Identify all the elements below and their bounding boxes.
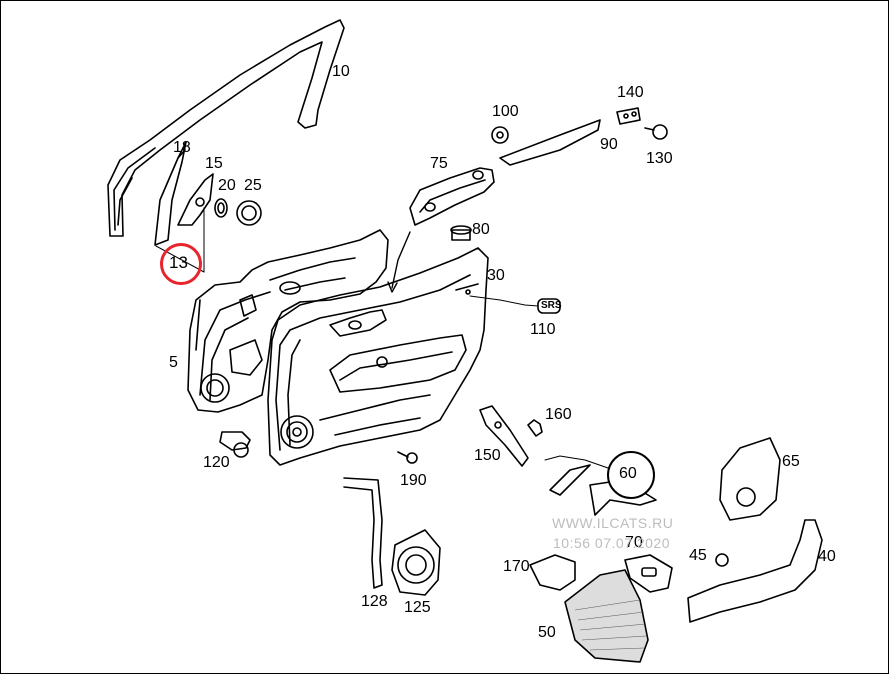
label-part-25[interactable]: 25 [244,177,262,194]
label-part-125[interactable]: 125 [404,599,431,616]
label-part-10[interactable]: 10 [332,63,350,80]
part-5-door-shell [187,229,389,413]
part-90-trim-strip [499,119,601,166]
part-45-clip [715,553,729,567]
label-part-15[interactable]: 15 [205,155,223,172]
label-part-100[interactable]: 100 [492,103,519,120]
label-part-70[interactable]: 70 [625,534,643,551]
label-part-18[interactable]: 18 [173,139,191,156]
part-70-switch [624,554,673,593]
part-80-plug [451,229,471,241]
label-part-60[interactable]: 60 [619,465,637,482]
label-part-128[interactable]: 128 [361,593,388,610]
part-128-rod [343,477,383,589]
part-140-clip [616,107,641,125]
part-150-bracket [479,405,529,467]
part-170-switch-cover [529,554,576,591]
part-160-pin [527,419,543,437]
part-20-grommet [214,198,228,218]
label-part-120[interactable]: 120 [203,454,230,471]
label-part-13[interactable]: 13 [169,253,188,272]
label-part-130[interactable]: 130 [646,150,673,167]
part-120-clip [219,431,251,451]
part-190-screw [406,452,418,464]
highlight-circle [160,243,202,285]
label-part-5[interactable]: 5 [169,354,178,371]
label-part-50[interactable]: 50 [538,624,556,641]
watermark-site: WWW.ILCATS.RU [552,515,674,531]
callout-circle-60 [607,451,655,499]
label-part-65[interactable]: 65 [782,453,800,470]
label-part-90[interactable]: 90 [600,136,618,153]
label-part-140[interactable]: 140 [617,84,644,101]
label-part-190[interactable]: 190 [400,472,427,489]
label-part-80[interactable]: 80 [472,221,490,238]
part-65-cover [719,437,781,521]
label-part-110[interactable]: 110 [530,321,556,338]
part-130-screw [652,124,668,140]
part-10-window-channel [107,19,345,237]
label-part-160[interactable]: 160 [545,406,572,423]
label-part-75[interactable]: 75 [430,155,448,172]
srs-badge: SRS [541,300,562,311]
label-part-30[interactable]: 30 [487,267,505,284]
watermark-timestamp: 10:56 07.07.2020 [553,535,670,551]
label-part-20[interactable]: 20 [218,177,236,194]
part-125-speaker [391,529,441,596]
label-part-40[interactable]: 40 [818,548,836,565]
part-25-speaker-tweeter [236,200,262,226]
part-75-door-handle [409,167,495,226]
label-part-45[interactable]: 45 [689,547,707,564]
part-100-rosette [491,126,509,144]
part-50-speaker-grille [564,569,649,663]
part-40-armrest [687,519,823,623]
part-15-bracket [177,173,214,226]
label-part-150[interactable]: 150 [474,447,501,464]
label-part-170[interactable]: 170 [503,558,530,575]
part-30-door-trim-panel [267,247,489,466]
